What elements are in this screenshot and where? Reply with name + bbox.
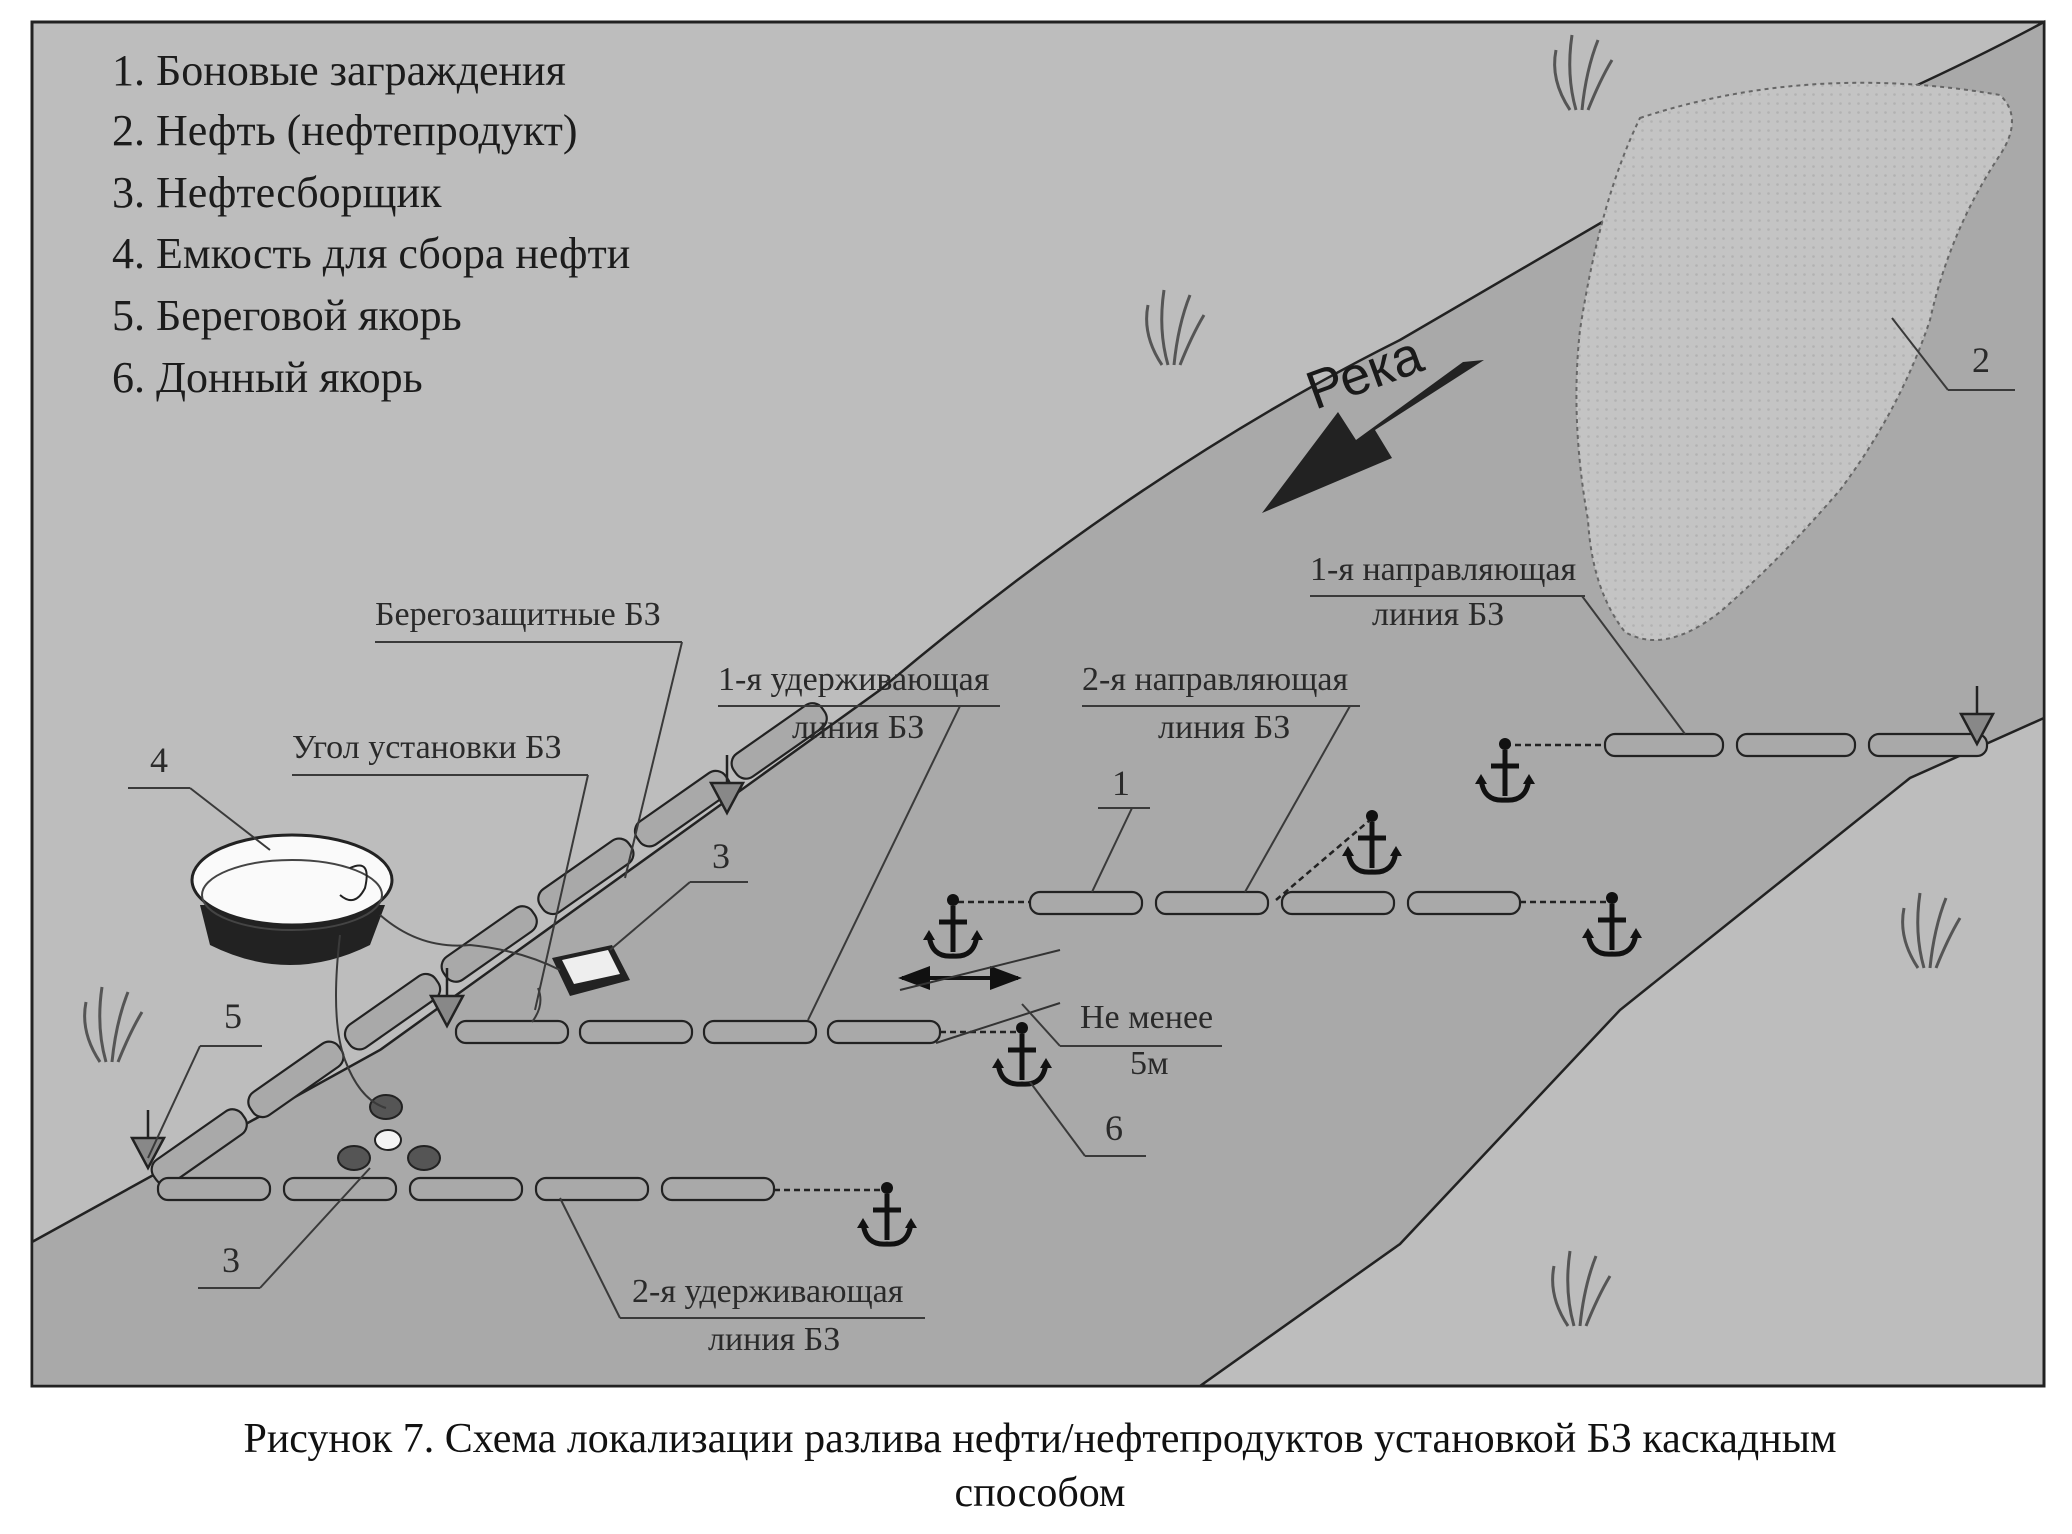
min-distance-label: Не менее (1080, 999, 1213, 1036)
guide-line-1-boom (1505, 732, 1989, 758)
callout-3-bottom: 3 (222, 1240, 240, 1280)
callout-4: 4 (150, 740, 168, 780)
callout-3-top: 3 (712, 836, 730, 876)
legend: 1. Боновые заграждения 2. Нефть (нефтепр… (112, 46, 630, 402)
figure-caption-line-1: Рисунок 7. Схема локализации разлива неф… (243, 1416, 1836, 1462)
legend-item: 5. Береговой якорь (112, 291, 462, 340)
holding-line-1-label-2: линия БЗ (792, 709, 924, 746)
holding-line-2-label: 2-я удерживающая (632, 1273, 904, 1310)
guide-line-2-label: 2-я направляющая (1082, 661, 1348, 698)
legend-item: 4. Емкость для сбора нефти (112, 229, 630, 278)
oil-skimmer (552, 945, 630, 996)
river-arrow-icon (1262, 360, 1484, 513)
min-distance-value: 5м (1130, 1045, 1169, 1082)
callout-1: 1 (1112, 763, 1130, 803)
shore-protection-label: Берегозащитные БЗ (375, 596, 661, 633)
guide-line-1-label-2: линия БЗ (1372, 596, 1504, 633)
legend-item: 3. Нефтесборщик (112, 168, 442, 217)
shore-protection-booms (150, 702, 828, 1186)
legend-item: 2. Нефть (нефтепродукт) (112, 106, 578, 155)
holding-line-2-label-2: линия БЗ (708, 1321, 840, 1358)
legend-item: 6. Донный якорь (112, 353, 423, 402)
holding-line-1-label: 1-я удерживающая (718, 661, 990, 698)
figure-caption-line-2: способом (955, 1470, 1126, 1516)
guide-line-2-boom (958, 819, 1612, 916)
holding-line-2-boom (156, 1176, 885, 1202)
legend-item: 1. Боновые заграждения (112, 46, 566, 95)
oil-spill (1575, 81, 2013, 641)
guide-line-2-label-2: линия БЗ (1158, 709, 1290, 746)
oil-collection-tank (190, 833, 394, 965)
callout-2: 2 (1972, 340, 1990, 380)
callout-6: 6 (1105, 1108, 1123, 1148)
distance-arrow (898, 949, 1061, 1044)
guide-line-1-label: 1-я направляющая (1310, 551, 1576, 588)
callout-5: 5 (224, 996, 242, 1036)
install-angle-label: Угол установки БЗ (292, 729, 562, 766)
holding-line-1-boom (454, 1019, 1022, 1045)
